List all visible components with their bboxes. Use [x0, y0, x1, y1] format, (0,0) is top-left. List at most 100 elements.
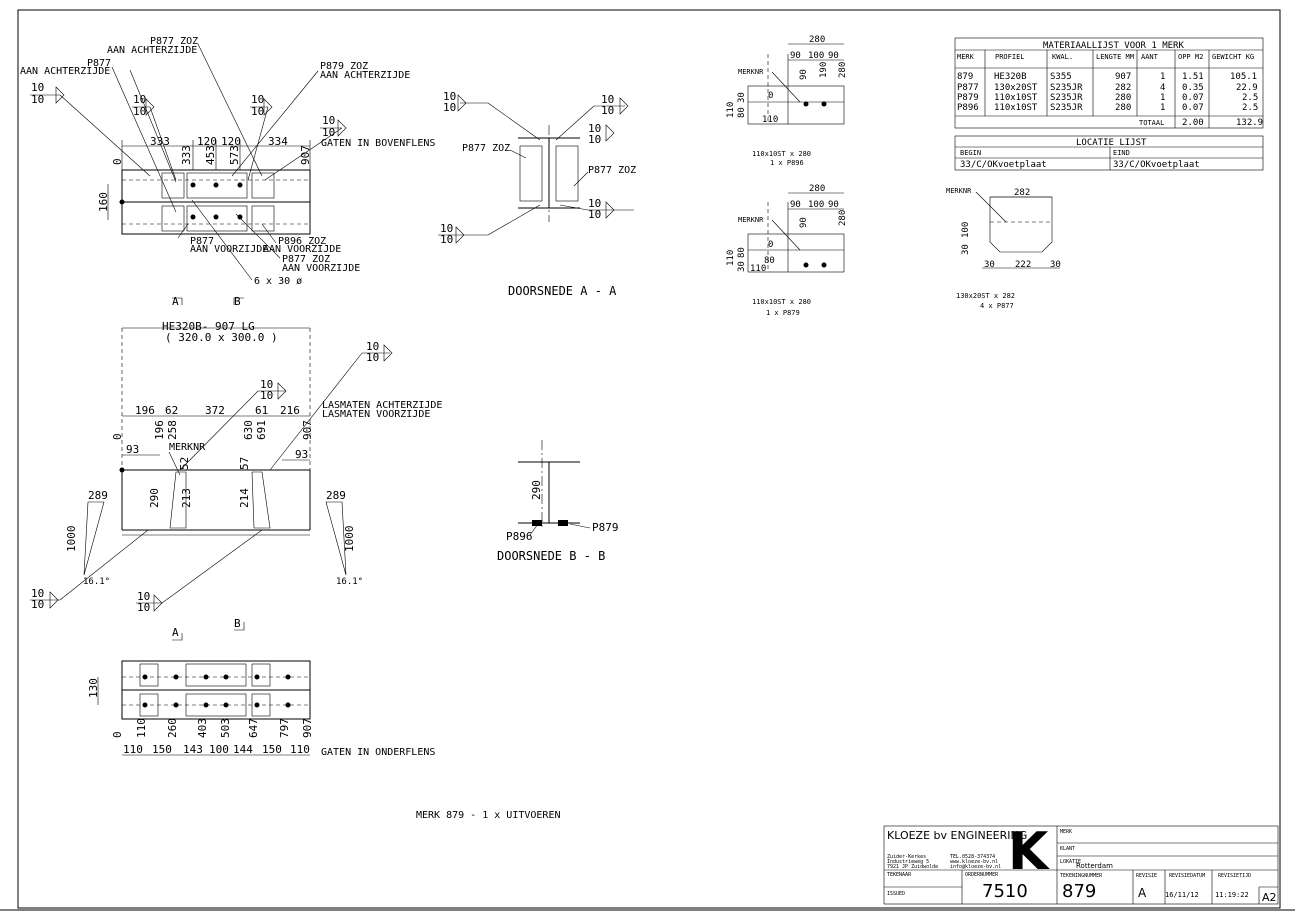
weld-aa-1a: 10 — [443, 90, 456, 103]
front-dim-v-2: 630 — [242, 420, 255, 440]
p896-dim-11: 110 — [762, 115, 778, 125]
p879-dim-0: 280 — [809, 184, 825, 194]
cell: 105.1 — [1230, 72, 1257, 82]
cell: S235JR — [1050, 93, 1083, 103]
p896-caption-2: 1 x P896 — [770, 159, 804, 167]
lokatie-value: Rotterdam — [1076, 862, 1113, 870]
p879-dim-7: 80 — [764, 256, 775, 266]
weld-top-3a: 10 — [251, 93, 264, 106]
cell: 280 — [1115, 103, 1131, 113]
front-dim-in-0: 52 — [178, 457, 191, 470]
front-dim-top-3: 61 — [255, 404, 268, 417]
revisietijd-value: 11:19:22 — [1215, 891, 1249, 899]
bb-label-p879: P879 — [592, 521, 619, 534]
cell: 110x10ST — [994, 103, 1038, 113]
note-bovenflens: GATEN IN BOVENFLENS — [321, 138, 435, 149]
weld-aa-3b: 10 — [588, 133, 601, 146]
top-dim-5: 453 — [204, 145, 217, 165]
mat-h-gewicht: GEWICHT KG — [1212, 53, 1254, 61]
front-merknr: MERKNR — [169, 442, 206, 453]
bot-dim-b-4: 144 — [233, 743, 253, 756]
mat-total-gewicht: 132.9 — [1236, 118, 1263, 128]
p879-caption-2: 1 x P879 — [766, 309, 800, 317]
p896-dim-0: 280 — [809, 35, 825, 45]
top-dim-7: 907 — [299, 145, 312, 165]
slope-right-0: 289 — [326, 489, 346, 502]
front-dim-in-6: 93 — [295, 448, 308, 461]
weld-fr-3b: 10 — [31, 598, 44, 611]
bb-dim: 290 — [530, 480, 543, 500]
front-dim-v-0: 196 — [153, 420, 166, 440]
p877-dim-2: 30 — [961, 244, 971, 255]
cell: HE320B — [994, 72, 1027, 82]
top-dim-9: 160 — [97, 192, 110, 212]
p877-caption-2: 4 x P877 — [980, 302, 1014, 310]
p879-dim-8: 110 — [726, 250, 736, 266]
p877-merknr: MERKNR — [946, 187, 972, 195]
revisie-value: A — [1138, 886, 1147, 900]
callout-p877-zoz-achter-2: AAN ACHTERZIJDE — [107, 45, 197, 56]
bot-dim-b-0: 110 — [123, 743, 143, 756]
section-aa-title: DOORSNEDE A - A — [508, 284, 617, 298]
aa-label-2: P877 ZOZ — [588, 165, 636, 176]
cell: 0.07 — [1182, 93, 1204, 103]
bot-dim-v-0: 0 — [111, 731, 124, 738]
top-dim-3: 334 — [268, 135, 288, 148]
lokatie-label: LOKATIE — [1060, 859, 1081, 865]
loc-eind-label: EIND — [1113, 149, 1130, 157]
section-bb: 290 P896 P879 DOORSNEDE B - B — [497, 440, 619, 563]
sheet-border — [17, 9, 1281, 909]
front-dim-top-2: 372 — [205, 404, 225, 417]
loc-begin: 33/C/OKvoetplaat — [960, 160, 1047, 170]
addr-0: Zuider-Kerkes — [887, 854, 926, 860]
tekeningnummer-label: TEKENINGNUMMER — [1060, 873, 1103, 879]
section-marker-a-bot: A — [172, 626, 179, 639]
loc-begin-label: BEGIN — [960, 149, 981, 157]
cell: 110x10ST — [994, 93, 1038, 103]
cell: 282 — [1115, 83, 1131, 93]
top-dim-1: 120 — [197, 135, 217, 148]
front-dim-v-1: 258 — [166, 420, 179, 440]
revisiedatum-value: 16/11/12 — [1165, 891, 1199, 899]
mat-h-profiel: PROFIEL — [995, 53, 1025, 61]
ordernummer-label: ORDERNUMMER — [965, 872, 999, 878]
merk-label: MERK — [1060, 829, 1072, 835]
plate-p877: 282 100 30 30 222 30 MERKNR 130x20ST x 2… — [946, 187, 1061, 310]
section-marker-b-bot: B — [234, 617, 241, 630]
cell: 130x20ST — [994, 83, 1038, 93]
material-list-table: MATERIAALLIJST VOOR 1 MERK MERK PROFIEL … — [954, 37, 1264, 129]
p877-dim-0: 282 — [1014, 188, 1030, 198]
front-dim-in-1: 57 — [238, 457, 251, 470]
addr-1: Industrieweg 5 — [887, 859, 929, 865]
company-logo: K — [1008, 822, 1050, 882]
p896-dim-6: 90 — [799, 69, 809, 80]
weld-fr-2a: 10 — [260, 378, 273, 391]
contact-0: TEL.0528-374374 — [950, 854, 995, 860]
weld-fr-3a: 10 — [31, 587, 44, 600]
p896-dim-7: 0 — [768, 91, 773, 101]
bot-dim-v-2: 260 — [166, 718, 179, 738]
weld-fr-2b: 10 — [260, 389, 273, 402]
section-aa: 10 10 10 10 10 10 10 10 10 10 P877 ZOZ P… — [438, 90, 636, 298]
weld-aa-2a: 10 — [601, 93, 614, 106]
front-dim-in-5: 93 — [126, 443, 139, 456]
front-view: HE320B- 907 LG ( 320.0 x 300.0 ) 196 62 … — [30, 320, 442, 641]
mat-h-opp: OPP M2 — [1178, 53, 1203, 61]
p896-dim-10: 30 — [737, 92, 747, 103]
klant-label: KLANT — [1060, 846, 1075, 852]
p879-dim-4: 280 — [838, 210, 848, 226]
weld-top-1a: 10 — [31, 81, 44, 94]
cell: 2.5 — [1242, 93, 1258, 103]
merk-note: MERK 879 - 1 x UITVOEREN — [416, 810, 561, 821]
callout-p877-achter-1: P877 — [87, 58, 111, 69]
bot-dim-v-6: 797 — [278, 718, 291, 738]
revisietijd-label: REVISIETIJD — [1218, 873, 1251, 879]
front-dim-v-5: 0 — [111, 433, 124, 440]
weld-fr-4a: 10 — [137, 590, 150, 603]
front-dim-top-4: 216 — [280, 404, 300, 417]
mat-row-3: P896 110x10ST S235JR 280 1 0.07 2.5 — [957, 103, 1258, 113]
weld-aa-3a: 10 — [588, 122, 601, 135]
bb-label-p896: P896 — [506, 530, 533, 543]
p879-dim-2: 100 — [808, 200, 824, 210]
weld-fr-1a: 10 — [366, 340, 379, 353]
